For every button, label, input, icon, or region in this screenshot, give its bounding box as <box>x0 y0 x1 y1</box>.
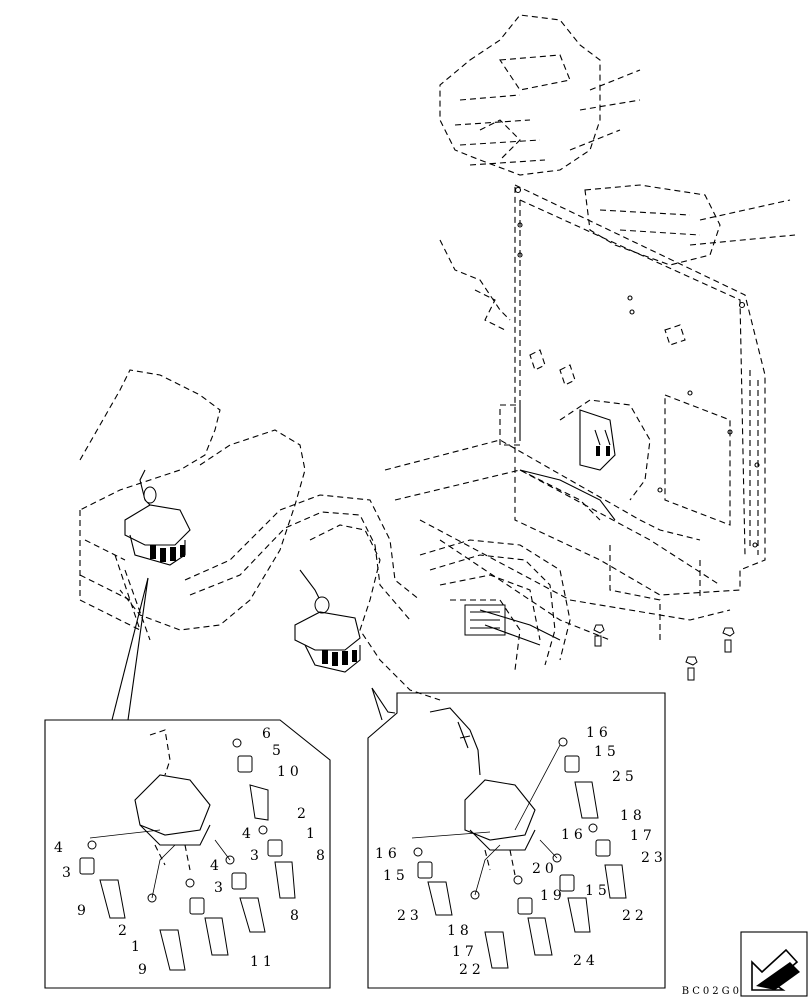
callout: 15 <box>585 883 611 899</box>
callout: 18 <box>620 808 646 824</box>
callout: 3 <box>62 865 75 881</box>
control-valve-hoses <box>419 399 735 681</box>
callout: 19 <box>540 888 566 904</box>
callout: 20 <box>532 861 558 877</box>
callout: 18 <box>447 923 473 939</box>
callout: 23 <box>397 908 423 924</box>
left-detail-box <box>44 719 331 989</box>
callout: 23 <box>641 850 667 866</box>
callout: 9 <box>77 903 90 919</box>
callout: 24 <box>573 953 599 969</box>
callout: 16 <box>375 846 401 862</box>
detail-leaders <box>111 577 396 721</box>
left-pilot-valve <box>124 469 191 566</box>
arrow-icon[interactable] <box>740 931 808 997</box>
callout: 22 <box>622 908 648 924</box>
callout: 22 <box>459 962 485 978</box>
callout: 9 <box>138 962 151 978</box>
callout: 1 <box>131 939 144 955</box>
left-console <box>79 369 441 701</box>
right-callouts: 16 15 25 18 16 17 23 16 15 20 19 15 23 2… <box>375 725 667 978</box>
callout: 4 <box>242 826 255 842</box>
callout: 16 <box>586 725 612 741</box>
drawing-code: BC02G0 <box>681 986 742 997</box>
right-pilot-valve <box>294 569 361 673</box>
callout: 25 <box>612 769 638 785</box>
callout: 2 <box>297 806 310 822</box>
callout: 10 <box>277 764 303 780</box>
right-detail-box <box>367 692 666 989</box>
callout: 8 <box>290 908 303 924</box>
callout: 4 <box>210 858 223 874</box>
callout: 8 <box>316 848 329 864</box>
left-callouts: 6 5 10 2 1 8 4 3 9 4 3 2 1 9 8 11 4 3 <box>54 726 329 978</box>
callout: 16 <box>561 827 587 843</box>
callout: 3 <box>214 880 227 896</box>
callout: 15 <box>383 868 409 884</box>
callout: 17 <box>630 828 656 844</box>
callout: 11 <box>250 954 276 970</box>
callout: 6 <box>262 726 275 742</box>
callout: 5 <box>272 743 285 759</box>
callout: 17 <box>452 944 478 960</box>
machine-frame <box>439 14 796 596</box>
floor-plate <box>384 439 731 641</box>
callout: 2 <box>118 923 131 939</box>
callout: 3 <box>250 848 263 864</box>
callout: 15 <box>594 744 620 760</box>
callout: 1 <box>306 826 319 842</box>
callout: 4 <box>54 840 67 856</box>
